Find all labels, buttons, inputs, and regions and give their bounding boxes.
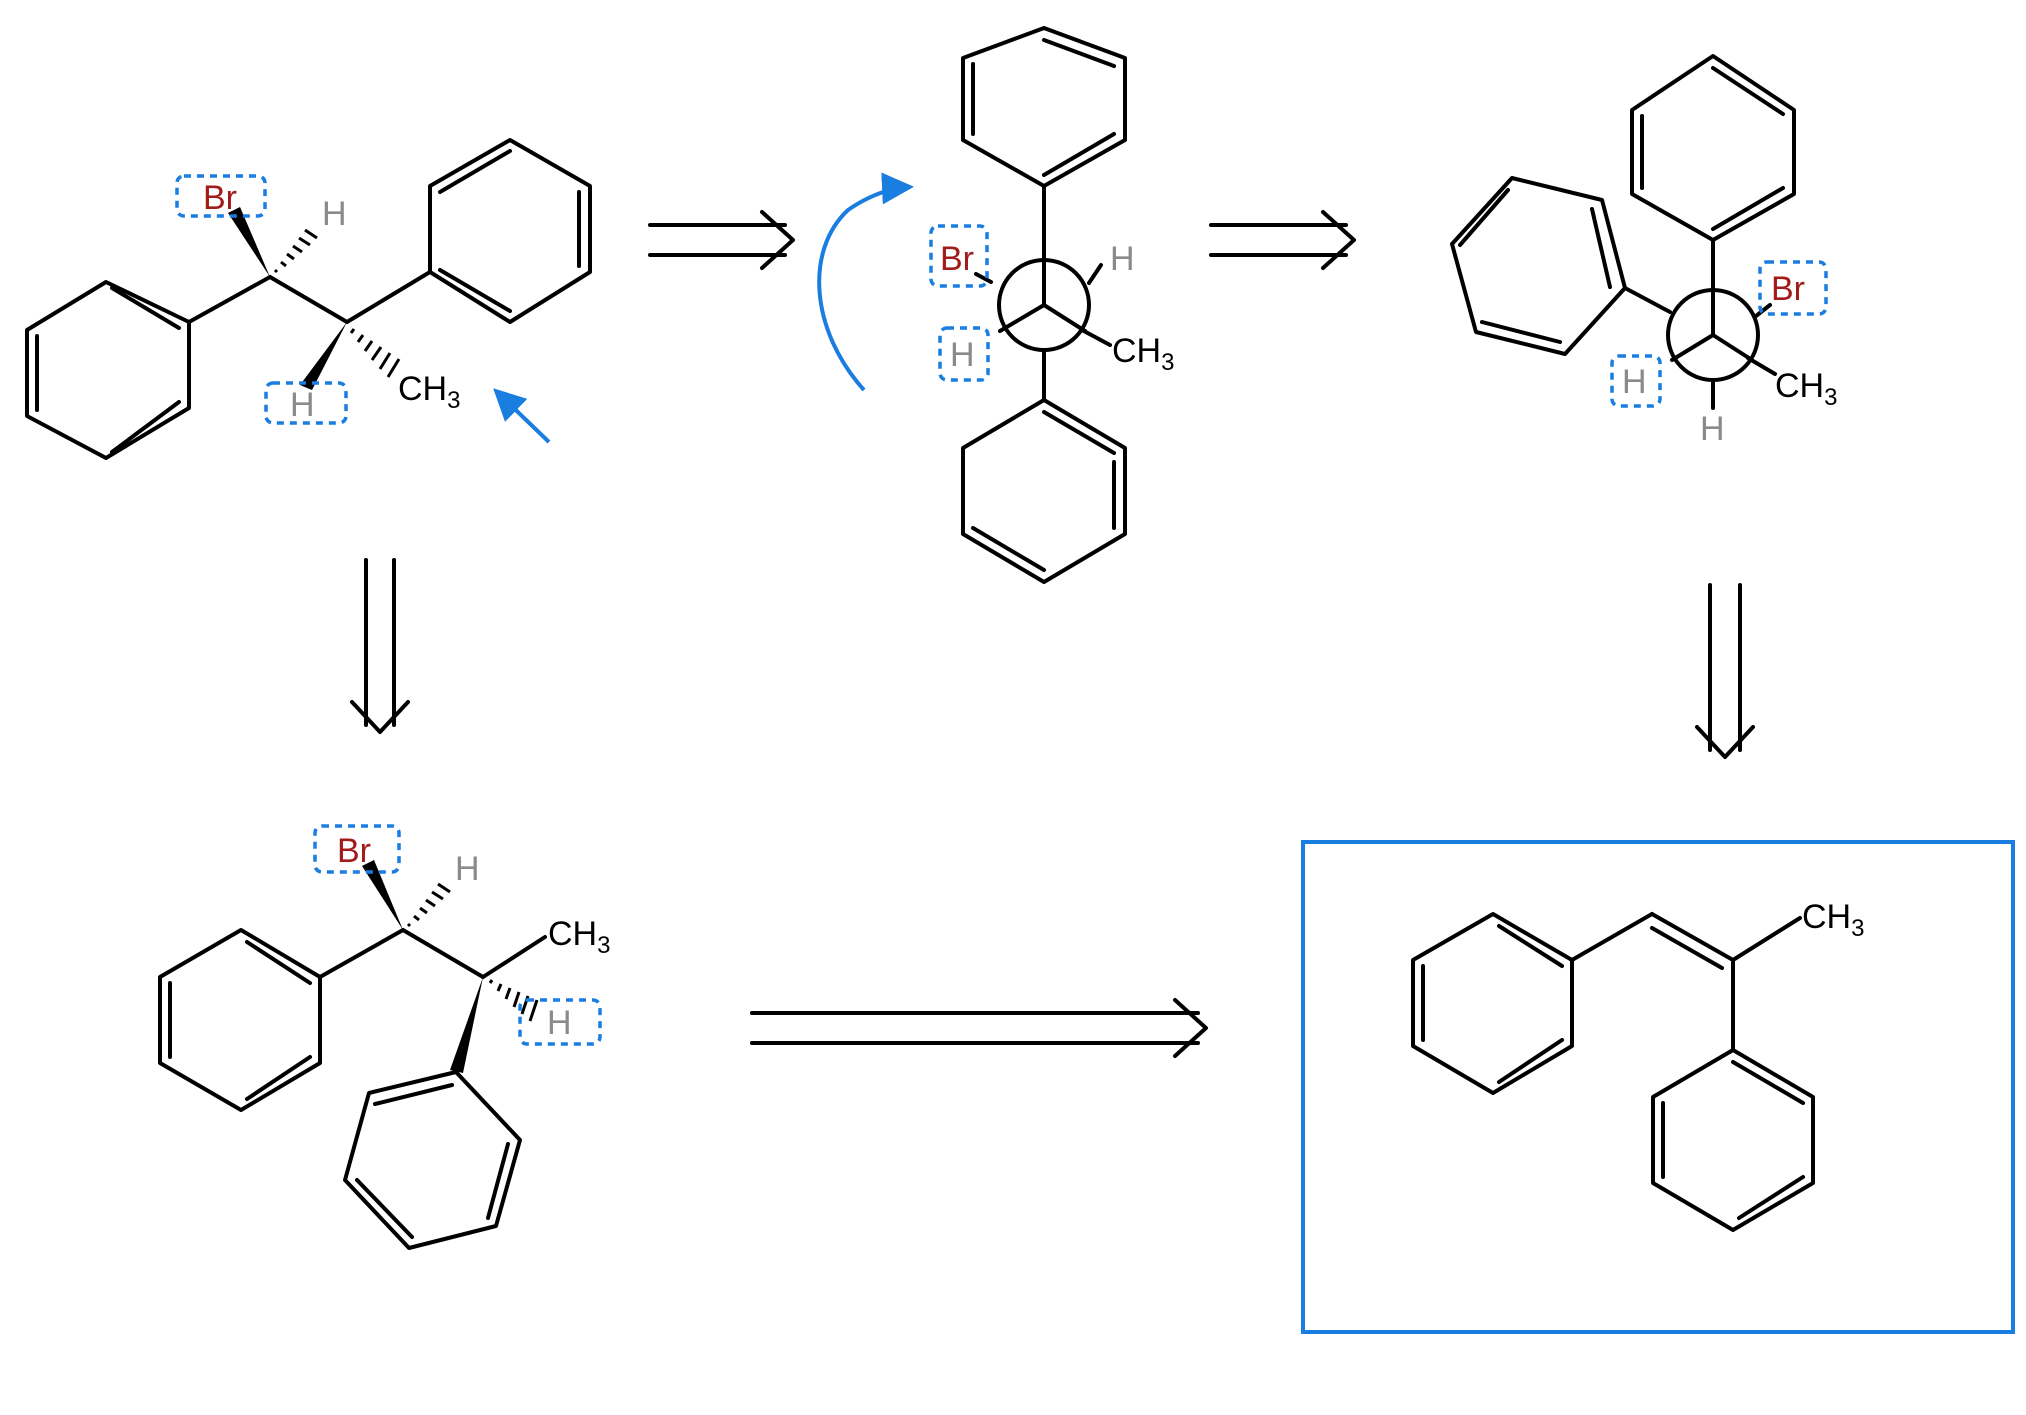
blue-arrow-pointer [493, 388, 551, 444]
atom-label-ch3: CH3 [1112, 332, 1174, 376]
atom-label-br: Br [203, 179, 237, 217]
newman-projection-2: Br H H CH3 [1450, 54, 1837, 448]
anti-periplanar-conformer: Br H CH3 H [158, 824, 610, 1250]
atom-label-br: Br [940, 240, 974, 278]
reaction-arrow-right-bottom [750, 998, 1208, 1058]
atom-label-br: Br [1771, 270, 1805, 308]
hashed-bond-ch3 [349, 328, 401, 378]
atom-label-h: H [950, 336, 975, 374]
wedge-bond-br [362, 860, 403, 930]
phenyl-ring-lower [1651, 1048, 1815, 1232]
highlight-box-br [1758, 260, 1828, 316]
highlight-box-br [313, 824, 401, 874]
wedge-bond-br [228, 207, 270, 277]
atom-label-ch3: CH3 [1775, 367, 1837, 411]
highlight-box-h [1610, 354, 1662, 408]
phenyl-ring-left [1450, 176, 1627, 356]
atom-label-ch3: CH3 [1802, 898, 1864, 942]
reaction-arrow-down-right [1695, 583, 1755, 759]
hashed-bond-h-upper [406, 882, 451, 928]
phenyl-ring-left [25, 280, 191, 460]
wedge-bond-h-lower [300, 322, 347, 390]
highlight-box-h [264, 381, 348, 425]
atom-label-h: H [547, 1004, 572, 1042]
phenyl-ring-bottom [961, 398, 1127, 584]
highlight-box-h [518, 998, 602, 1046]
wedge-bond-phenyl [450, 977, 483, 1073]
reaction-arrow-down-left [350, 558, 410, 734]
atom-label-h: H [290, 386, 315, 424]
phenyl-ring-top [1630, 54, 1796, 242]
product-alkene: CH3 [1301, 840, 2015, 1334]
phenyl-ring-left [1411, 912, 1574, 1095]
reaction-arrow-right-2 [1209, 210, 1356, 270]
highlight-box-h [938, 326, 990, 382]
atom-label-h: H [1700, 410, 1725, 448]
phenyl-ring-lower [343, 1070, 522, 1250]
atom-label-ch3: CH3 [548, 915, 610, 959]
atom-label-h: H [1110, 240, 1135, 278]
highlight-box-br [175, 174, 267, 218]
atom-label-br: Br [337, 832, 371, 870]
phenyl-ring-top [961, 26, 1127, 188]
highlight-box-br [929, 224, 989, 288]
newman-projection-1: Br H H CH3 [817, 26, 1174, 584]
starting-material: Br H H CH3 [25, 138, 592, 460]
product-box [1301, 840, 2015, 1334]
atom-label-h: H [322, 195, 347, 233]
atom-label-ch3: CH3 [398, 370, 460, 414]
hashed-bond-h-upper [273, 228, 318, 274]
phenyl-ring-left [158, 928, 322, 1112]
reaction-arrow-right-1 [648, 210, 795, 270]
atom-label-h: H [1622, 363, 1647, 401]
atom-label-h: H [455, 850, 480, 888]
rotation-arrow [817, 172, 914, 392]
phenyl-ring-right [428, 138, 592, 324]
